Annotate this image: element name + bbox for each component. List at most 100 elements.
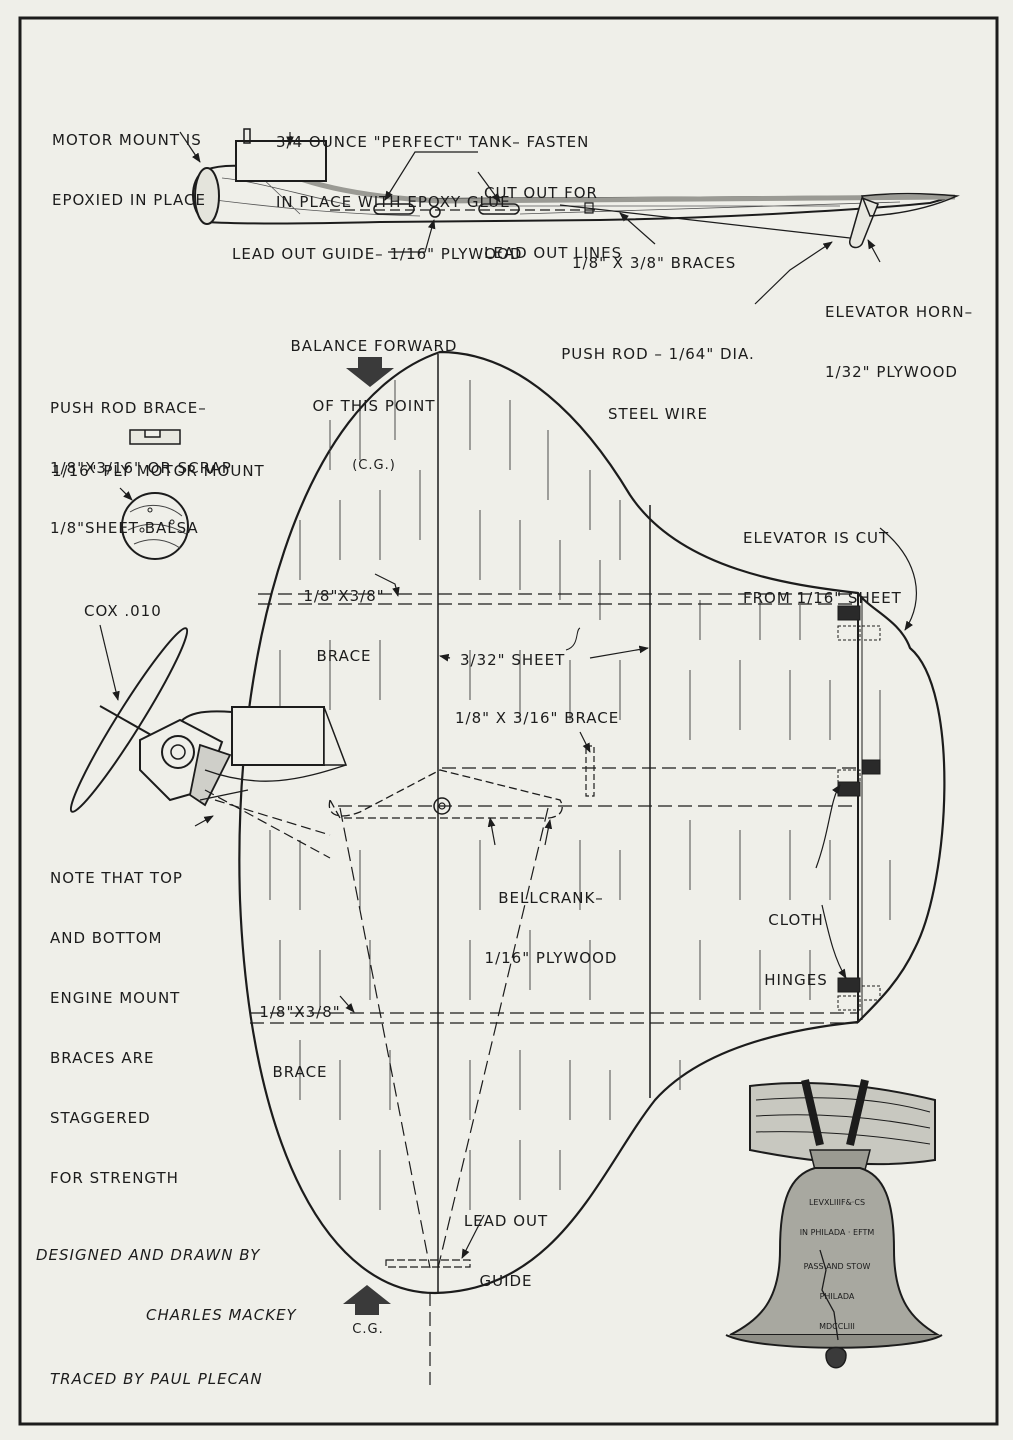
bellcrank	[328, 769, 563, 819]
side-view	[192, 128, 960, 249]
page-border	[18, 16, 999, 1426]
side-tank-cap	[243, 128, 251, 144]
label-line: MOTOR MOUNT IS	[52, 131, 202, 149]
side-tank	[235, 140, 327, 182]
bell-inscription: LEVXLIIIF&·CS IN PHILADA · EFTM PASS AND…	[772, 1178, 902, 1342]
bell-crack	[819, 1249, 839, 1341]
side-view-leaders	[179, 131, 881, 305]
label-brace-bottom: 1/8"X3/8" BRACE	[252, 962, 348, 1102]
bell-yoke-grain	[755, 1097, 931, 1145]
engine-cylinder-inner	[170, 744, 186, 760]
bell-inscription-line: PASS AND STOW	[803, 1262, 871, 1271]
top-view	[238, 350, 946, 1385]
label-line: PUSH ROD BRACE–	[50, 399, 207, 417]
label-tank-note: 3/4 OUNCE "PERFECT" TANK– FASTEN IN PLAC…	[276, 92, 589, 232]
tank-top-view	[231, 706, 325, 766]
credit-traced-by: TRACED BY PAUL PLECAN	[50, 1370, 263, 1388]
label-note-engine: NOTE THAT TOP AND BOTTOM ENGINE MOUNT BR…	[50, 828, 183, 1208]
side-elevator	[860, 192, 960, 217]
label-lead-out-guide: LEAD OUT GUIDE	[456, 1171, 556, 1311]
side-cutout-2	[478, 203, 520, 215]
credit-designer-name: CHARLES MACKEY	[146, 1306, 297, 1324]
label-line: BALANCE FORWARD	[290, 337, 458, 355]
brace-bottom-dashed	[250, 1012, 858, 1024]
label-line: LEAD OUT	[463, 1212, 549, 1230]
push-rod-brace-detail	[129, 429, 181, 445]
bell-inscription-line: IN PHILADA · EFTM	[799, 1228, 875, 1237]
side-view-grain	[214, 175, 901, 217]
label-3-32-sheet: 3/32" SHEET	[460, 651, 566, 669]
label-braces: 1/8" X 3/8" BRACES	[572, 254, 737, 272]
label-line: NOTE THAT TOP	[50, 869, 183, 887]
side-elevator-horn	[849, 197, 879, 249]
label-line: 1/8"X3/16" OR SCRAP	[50, 459, 232, 477]
label-line: ELEVATOR HORN–	[825, 303, 974, 321]
label-line: LEAD OUT LINES	[484, 244, 623, 262]
label-line: AND BOTTOM	[50, 929, 163, 947]
label-line: STEEL WIRE	[608, 405, 708, 423]
lead-out-line-left	[339, 807, 431, 1269]
label-lead-out-guide-ply: LEAD OUT GUIDE– 1/16" PLYWOOD	[232, 245, 523, 263]
engine-mount-plate	[188, 743, 232, 807]
liberty-bell	[725, 1079, 943, 1369]
label-line: 1/8"SHEET BALSA	[50, 519, 199, 537]
engine-mount-dashed	[204, 789, 331, 859]
label-motor-mount-epoxied: MOTOR MOUNT IS EPOXIED IN PLACE	[52, 90, 206, 230]
label-balance-forward: BALANCE FORWARD OF THIS POINT (C.G.)	[276, 296, 472, 496]
label-line: GUIDE	[479, 1272, 533, 1290]
label-cloth-hinges: CLOTH HINGES	[756, 870, 836, 1010]
label-line: BRACE	[272, 1063, 328, 1081]
label-line: FOR STRENGTH	[50, 1169, 179, 1187]
label-line: 1/8"X3/8"	[259, 1003, 341, 1021]
label-brace-top: 1/8"X3/8" BRACE	[296, 546, 392, 686]
label-line: FROM 1/16" SHEET	[743, 589, 902, 607]
label-line: PUSH ROD – 1/64" DIA.	[561, 345, 755, 363]
label-line: IN PLACE WITH EPOXY GLUE	[276, 193, 511, 211]
label-line: 1/16" PLYWOOD	[484, 949, 618, 967]
side-lead-out-guide	[429, 206, 441, 218]
bellcrank-pivot	[433, 797, 451, 815]
label-line: ENGINE MOUNT	[50, 989, 181, 1007]
bell-inscription-line: LEVXLIIIF&·CS	[808, 1198, 866, 1207]
side-push-rod	[559, 204, 851, 239]
side-motor-mount	[194, 167, 220, 225]
bellcrank-pivot-inner	[438, 802, 446, 810]
cloth-hinges	[837, 605, 881, 1011]
label-line: 1/8"X3/8"	[303, 587, 385, 605]
label-line: EPOXIED IN PLACE	[52, 191, 206, 209]
top-view-leaders	[99, 487, 917, 1259]
label-line: STAGGERED	[50, 1109, 151, 1127]
label-bellcrank: BELLCRANK– 1/16" PLYWOOD	[478, 848, 624, 988]
label-line: HINGES	[764, 971, 828, 989]
label-line: BELLCRANK–	[498, 889, 604, 907]
motor-mount-disk	[121, 492, 189, 560]
label-ply-motor-mount: 1/16" PLY MOTOR MOUNT	[52, 462, 265, 480]
label-elevator-cut: ELEVATOR IS CUT FROM 1/16" SHEET	[743, 488, 902, 628]
label-line: BRACES ARE	[50, 1049, 155, 1067]
label-line: 3/4 OUNCE "PERFECT" TANK– FASTEN	[276, 133, 590, 151]
label-cut-out-lead-out: CUT OUT FOR LEAD OUT LINES	[484, 143, 622, 283]
engine-mount-braces	[199, 764, 347, 801]
bell-inscription-line: MDCCLIII	[819, 1322, 855, 1331]
credit-designed-by: DESIGNED AND DRAWN BY	[36, 1246, 261, 1264]
wing-outline	[238, 350, 946, 1295]
label-line: CLOTH	[768, 911, 824, 929]
bell-straps	[801, 1079, 869, 1146]
lead-out-guide-top	[385, 1259, 471, 1268]
label-push-rod-brace: PUSH ROD BRACE– 1/8"X3/16" OR SCRAP 1/8"…	[50, 358, 232, 558]
credits: DESIGNED AND DRAWN BY CHARLES MACKEY TRA…	[36, 1205, 297, 1409]
label-cg-bottom: C.G.	[352, 1322, 384, 1337]
cg-arrow-bottom	[343, 1285, 391, 1315]
label-line: (C.G.)	[352, 458, 396, 473]
bell-clapper	[825, 1346, 847, 1369]
label-line: OF THIS POINT	[312, 397, 436, 415]
label-cox: COX .010	[84, 602, 162, 620]
side-cutout-1	[373, 203, 415, 215]
wing-grain	[269, 380, 891, 1210]
label-line: BRACE	[316, 647, 372, 665]
propeller	[69, 627, 189, 813]
label-elevator-horn: ELEVATOR HORN– 1/32" PLYWOOD	[825, 262, 973, 402]
engine-assembly	[69, 627, 348, 859]
